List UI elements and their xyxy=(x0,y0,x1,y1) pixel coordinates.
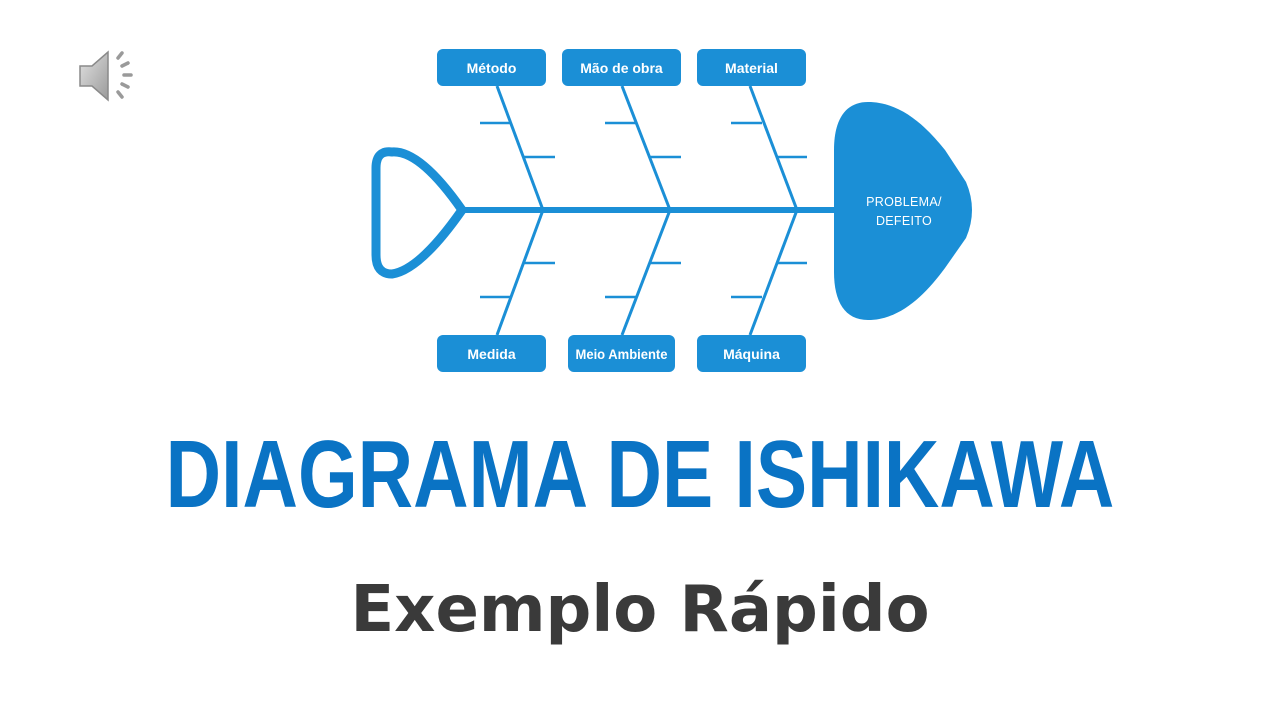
fish-tail xyxy=(371,147,467,279)
category-label-metodo: Método xyxy=(467,60,517,76)
problem-label-line1: PROBLEMA/ xyxy=(866,195,942,209)
category-box-maquina xyxy=(697,335,806,372)
page-title: DIAGRAMA DE ISHIKAWA xyxy=(165,421,1115,528)
page-subtitle: Exemplo Rápido xyxy=(350,573,930,647)
bone-medida xyxy=(495,209,545,336)
fishbone-diagram: PROBLEMA/ DEFEITO Método Mão de obra Mat… xyxy=(371,49,972,372)
bone-mao-de-obra xyxy=(620,85,672,211)
category-label-mao-de-obra: Mão de obra xyxy=(580,60,663,76)
bone-maquina xyxy=(748,209,799,336)
category-box-mao-de-obra xyxy=(562,49,681,86)
category-box-meio-ambiente xyxy=(568,335,675,372)
bone-metodo xyxy=(495,85,545,211)
category-label-medida: Medida xyxy=(467,346,515,362)
category-label-material: Material xyxy=(725,60,778,76)
problem-label-line2: DEFEITO xyxy=(876,214,932,228)
category-box-metodo xyxy=(437,49,546,86)
category-box-medida xyxy=(437,335,546,372)
bone-material xyxy=(748,85,799,211)
category-label-meio-ambiente: Meio Ambiente xyxy=(576,346,668,362)
category-box-material xyxy=(697,49,806,86)
fish-head xyxy=(834,102,972,320)
bone-meio-ambiente xyxy=(620,209,672,336)
speaker-icon[interactable] xyxy=(74,44,144,108)
category-label-maquina: Máquina xyxy=(723,346,780,362)
